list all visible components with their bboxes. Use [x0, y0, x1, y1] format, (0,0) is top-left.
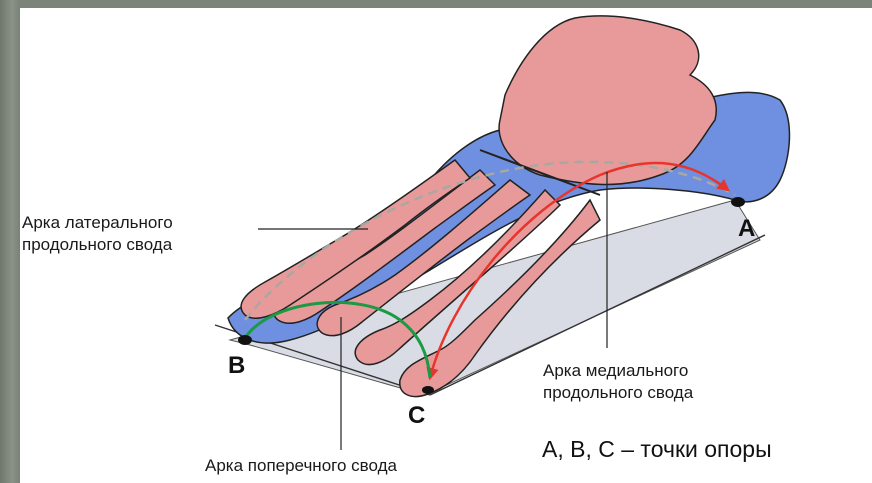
support-point-c-label: C	[408, 402, 425, 430]
medial-arch-label-line1: Арка медиального	[543, 360, 688, 382]
transverse-arch-label: Арка поперечного свода	[205, 455, 397, 477]
support-pad-a	[731, 197, 745, 207]
support-point-b-label: B	[228, 352, 245, 380]
support-pad-c	[422, 386, 434, 394]
support-points-note: A, B, C – точки опоры	[542, 436, 772, 463]
lateral-arch-label-line2: продольного свода	[22, 234, 172, 256]
support-point-a-label: A	[738, 215, 755, 243]
lateral-arch-label-line1: Арка латерального	[22, 212, 173, 234]
support-pad-b	[238, 335, 252, 345]
medial-arch-label-line2: продольного свода	[543, 382, 693, 404]
tarsal-bones	[499, 16, 716, 185]
